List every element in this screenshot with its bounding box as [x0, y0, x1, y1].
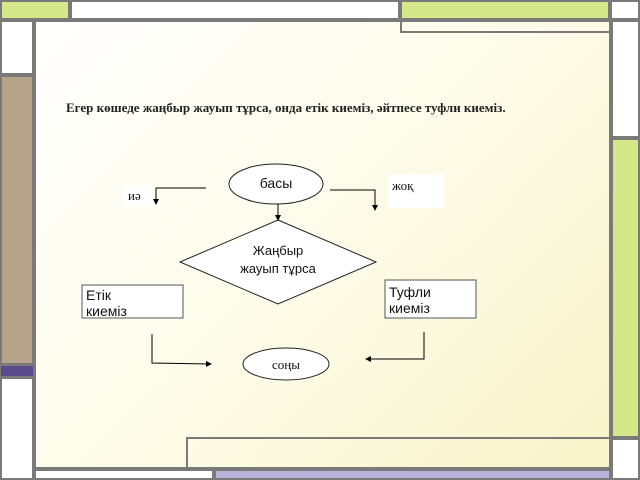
end-node-label: соңы [272, 357, 300, 372]
start-node-label: басы [259, 175, 293, 191]
decision-label-line2: жауып тұрса [240, 261, 316, 276]
yes-action-line2: киеміз [86, 303, 127, 319]
no-to-end-line [365, 332, 425, 362]
no-action-line1: Туфли [389, 284, 431, 300]
frame-block-left-white-top [0, 20, 34, 75]
frame-block-top-right-white [610, 0, 640, 20]
frame-block-left-tan [0, 75, 34, 365]
decision-label-line1: Жаңбыр [252, 243, 304, 258]
frame-block-left-white-bottom [0, 377, 34, 480]
frame-block-left-purple [0, 365, 34, 377]
end-node [242, 347, 330, 381]
frame-block-top-white [70, 0, 400, 20]
frame-block-top-green [0, 0, 70, 20]
frame-block-bottom-white [34, 469, 214, 480]
yes-action-line1: Етік [86, 287, 111, 303]
yes-to-end-line [151, 334, 212, 367]
frame-outline-top-right [400, 20, 611, 33]
no-action-line2: киеміз [389, 300, 430, 316]
no-branch-label: жоқ [388, 174, 444, 208]
start-to-yes-line [153, 187, 206, 205]
no-action-box [384, 279, 477, 319]
yes-action-box [81, 284, 184, 319]
decision-node [178, 219, 378, 305]
start-node [228, 163, 324, 205]
yes-branch-label: иә [123, 186, 151, 206]
frame-outline-bottom [186, 437, 611, 469]
start-to-no-line [330, 189, 378, 211]
slide-title: Егер көшеде жаңбыр жауып тұрса, онда еті… [66, 100, 506, 115]
frame-block-right-white-top [611, 20, 640, 138]
frame-block-top-right-green [400, 0, 610, 20]
frame-block-bottom-purple [214, 469, 611, 480]
frame-block-right-white-bottom [611, 438, 640, 480]
frame-block-right-green [611, 138, 640, 438]
